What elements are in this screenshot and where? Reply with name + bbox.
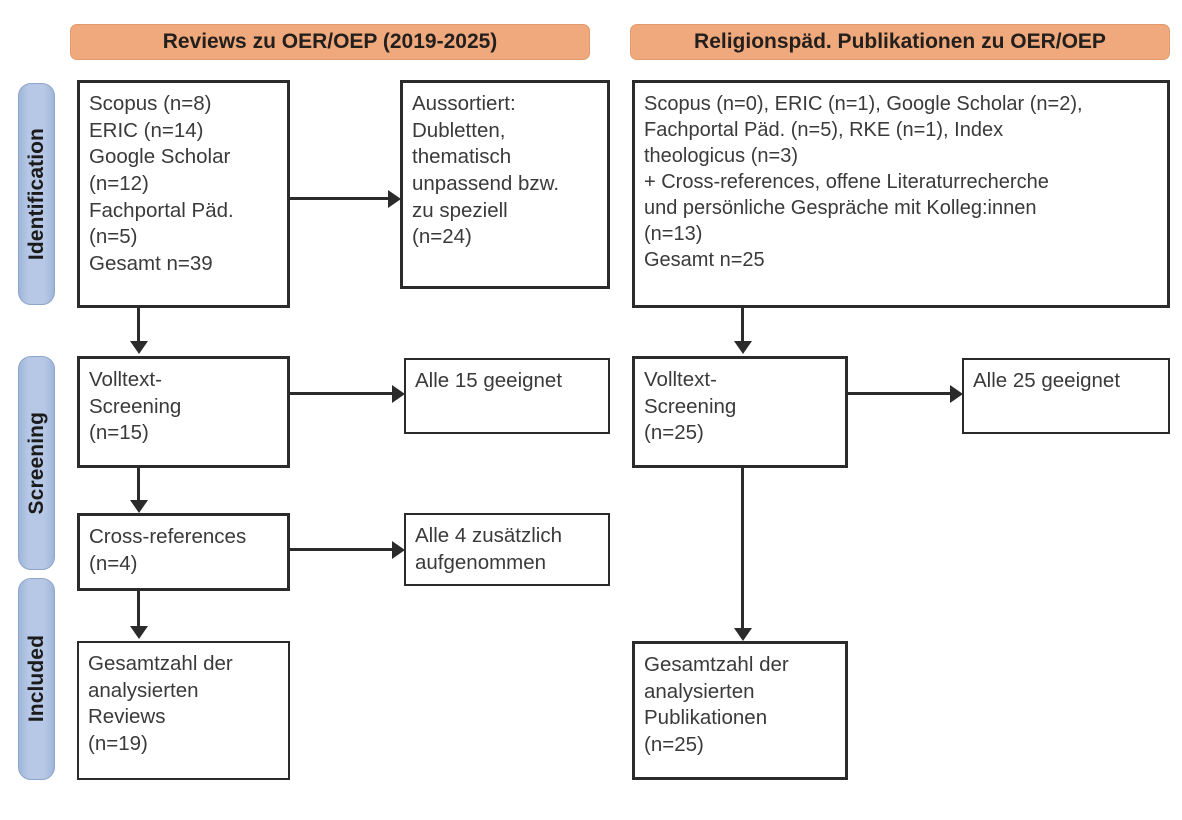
stage-label-included: Included [24,635,48,723]
box-left-crossrefs-text: Cross-references (n=4) [89,525,247,575]
connector-right-identification-to-screening [741,308,744,343]
box-right-included: Gesamtzahl der analysierten Publikatione… [632,641,848,780]
arrowhead-left-screening-to-result [392,385,405,403]
column-header-religionspaed: Religionspäd. Publikationen zu OER/OEP [630,24,1170,60]
column-header-religionspaed-text: Religionspäd. Publikationen zu OER/OEP [694,30,1106,53]
connector-left-screening-to-result [290,392,393,395]
arrowhead-left-crossrefs-to-result [392,541,405,559]
box-right-identification-sources-text: Scopus (n=0), ERIC (n=1), Google Scholar… [644,93,1083,271]
box-right-identification-sources: Scopus (n=0), ERIC (n=1), Google Scholar… [632,80,1170,308]
arrowhead-left-identification-to-excluded [388,190,401,208]
arrowhead-right-screening-to-included [734,628,752,641]
box-left-crossrefs: Cross-references (n=4) [77,513,290,591]
arrowhead-right-screening-to-result [950,385,963,403]
stage-pill-screening: Screening [18,356,55,570]
box-left-excluded-text: Aussortiert: Dubletten, thematisch unpas… [412,92,560,249]
box-left-fulltext-screening: Volltext- Screening (n=15) [77,356,290,468]
box-left-crossrefs-result: Alle 4 zusätzlich aufgenommen [404,513,610,586]
stage-label-screening: Screening [24,411,48,515]
arrowhead-right-identification-to-screening [734,341,752,354]
box-left-identification-sources-text: Scopus (n=8) ERIC (n=14) Google Scholar … [89,92,234,275]
arrowhead-left-screening-to-crossrefs [130,500,148,513]
connector-left-screening-to-crossrefs [137,468,140,502]
connector-right-screening-to-result [848,392,951,395]
box-right-fulltext-screening-text: Volltext- Screening (n=25) [644,368,737,445]
box-right-screening-result: Alle 25 geeignet [962,358,1170,434]
box-left-excluded: Aussortiert: Dubletten, thematisch unpas… [400,80,610,289]
connector-left-identification-to-excluded [290,197,389,200]
box-left-screening-result: Alle 15 geeignet [404,358,610,434]
stage-label-identification: Identification [24,127,48,261]
column-header-reviews-text: Reviews zu OER/OEP (2019-2025) [162,30,498,53]
box-left-fulltext-screening-text: Volltext- Screening (n=15) [89,368,182,445]
box-right-fulltext-screening: Volltext- Screening (n=25) [632,356,848,468]
box-left-included-text: Gesamtzahl der analysierten Reviews (n=1… [88,652,233,755]
stage-pill-identification: Identification [18,83,55,305]
box-left-included: Gesamtzahl der analysierten Reviews (n=1… [77,641,290,780]
box-left-identification-sources: Scopus (n=8) ERIC (n=14) Google Scholar … [77,80,290,308]
connector-left-identification-to-screening [137,308,140,343]
box-left-screening-result-text: Alle 15 geeignet [415,369,563,392]
arrowhead-left-identification-to-screening [130,341,148,354]
column-header-reviews: Reviews zu OER/OEP (2019-2025) [70,24,590,60]
box-left-crossrefs-result-text: Alle 4 zusätzlich aufgenommen [415,524,562,574]
arrowhead-left-crossrefs-to-included [130,626,148,639]
stage-pill-included: Included [18,578,55,780]
box-right-screening-result-text: Alle 25 geeignet [973,369,1121,392]
connector-left-crossrefs-to-included [137,591,140,628]
box-right-included-text: Gesamtzahl der analysierten Publikatione… [644,653,789,756]
connector-left-crossrefs-to-result [290,548,393,551]
connector-right-screening-to-included [741,468,744,631]
